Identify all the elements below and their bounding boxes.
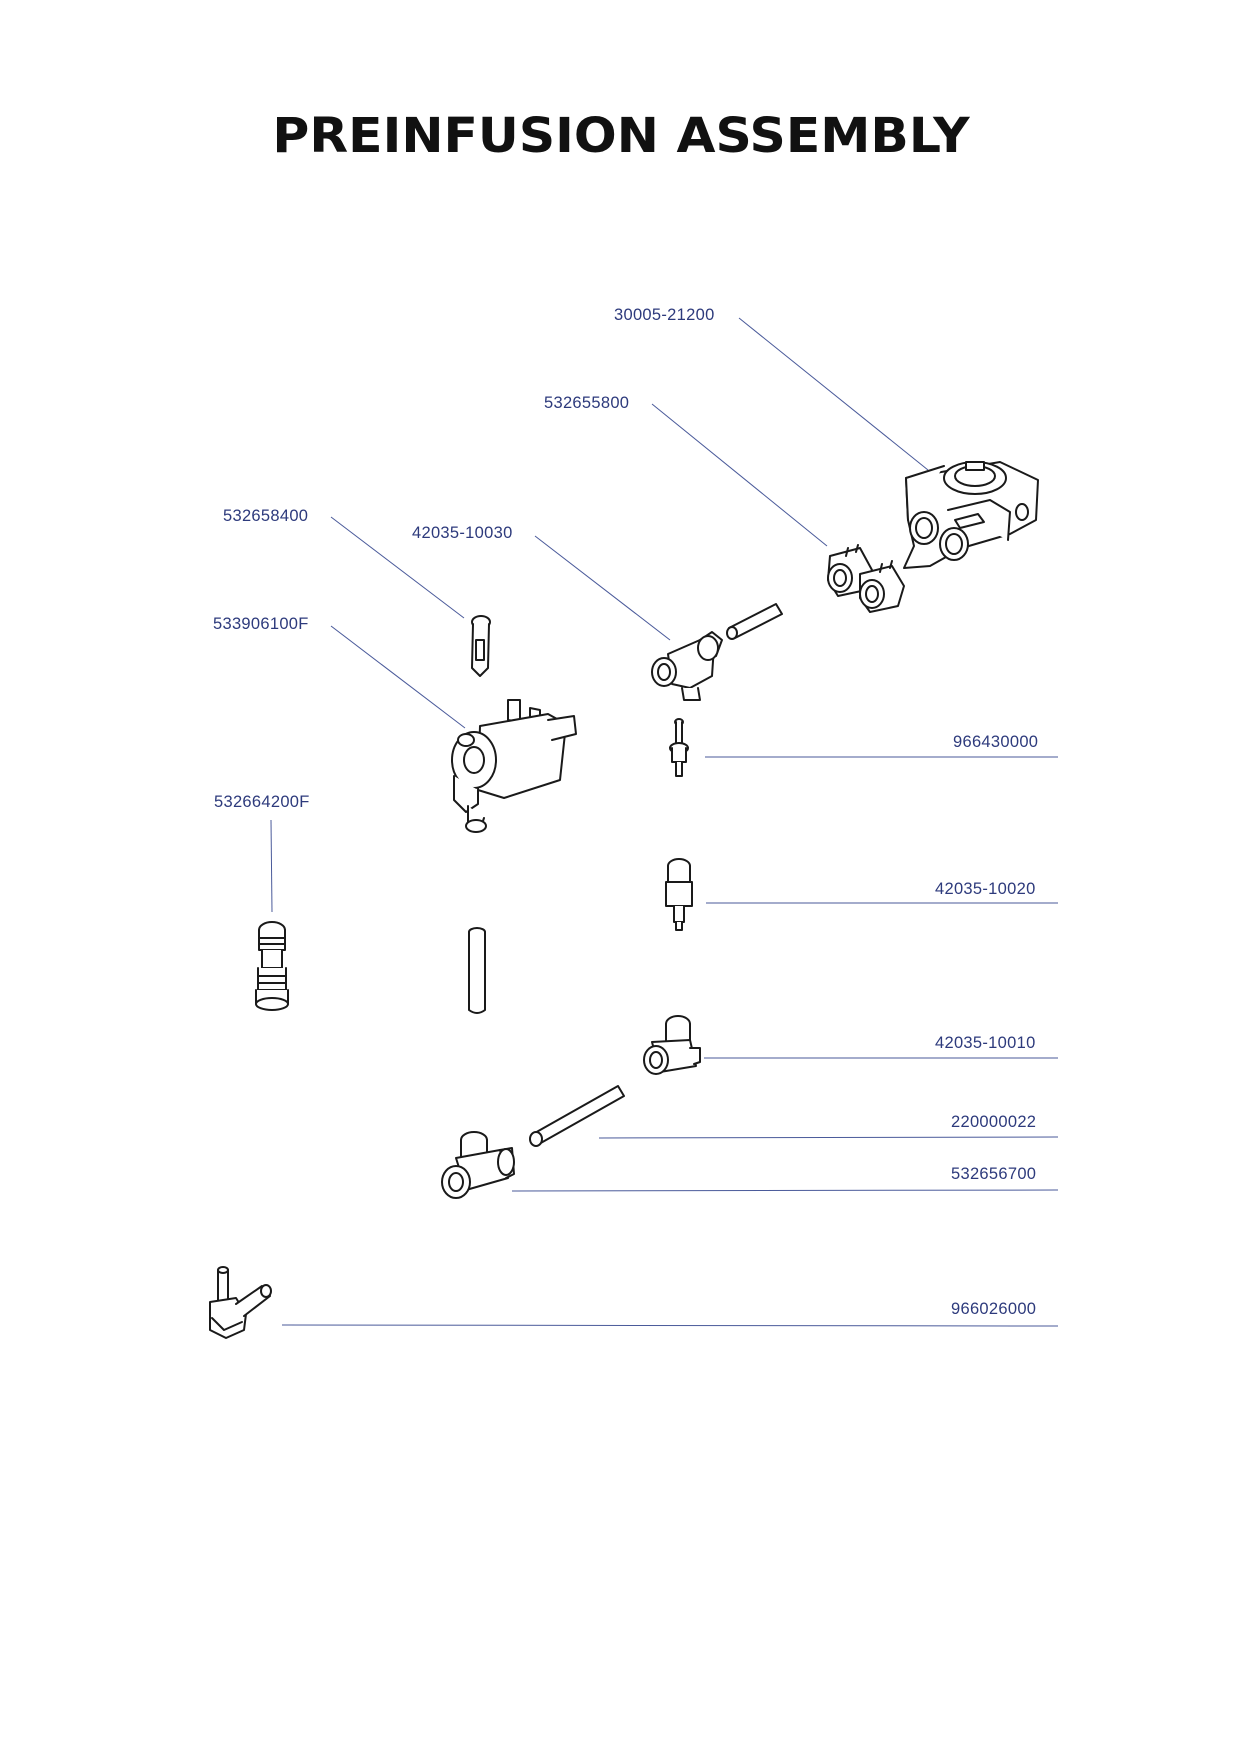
inline-fitting-part bbox=[665, 858, 693, 931]
pin-part bbox=[471, 615, 491, 677]
elbow-connector-part bbox=[209, 1266, 272, 1339]
part-number-30005-21200: 30005-21200 bbox=[614, 306, 715, 324]
leader-line-532656700 bbox=[511, 1189, 1059, 1192]
leader-line-532655800 bbox=[651, 403, 828, 547]
part-number-220000022: 220000022 bbox=[951, 1113, 1037, 1131]
threaded-adaptor-part bbox=[255, 921, 289, 1011]
short-tube-part bbox=[726, 603, 783, 640]
elbow-fitting-part bbox=[651, 631, 723, 701]
part-number-42035-10020: 42035-10020 bbox=[935, 880, 1036, 898]
part-number-966026000: 966026000 bbox=[951, 1300, 1037, 1318]
leader-line-30005-21200 bbox=[738, 317, 929, 471]
leader-line-42035-10030 bbox=[534, 535, 671, 641]
vertical-tube-part bbox=[468, 927, 486, 1014]
long-tube-part bbox=[529, 1085, 625, 1147]
distribution-block-part bbox=[903, 461, 1039, 569]
part-number-42035-10010: 42035-10010 bbox=[935, 1034, 1036, 1052]
leader-line-220000022 bbox=[598, 1136, 1059, 1139]
part-number-532655800: 532655800 bbox=[544, 394, 630, 412]
part-number-42035-10030: 42035-10030 bbox=[412, 524, 513, 542]
leader-line-532658400 bbox=[330, 516, 465, 619]
tee-fitting-part bbox=[643, 1015, 701, 1075]
part-number-532658400: 532658400 bbox=[223, 507, 309, 525]
part-number-533906100F: 533906100F bbox=[213, 615, 309, 633]
part-number-966430000: 966430000 bbox=[953, 733, 1039, 751]
solenoid-valve-part bbox=[451, 699, 577, 833]
part-number-532664200F: 532664200F bbox=[214, 793, 310, 811]
leader-line-532664200F bbox=[270, 819, 273, 913]
connector-stem-part bbox=[669, 718, 689, 777]
leader-line-966026000 bbox=[281, 1324, 1059, 1327]
twin-fittings-part bbox=[827, 544, 905, 613]
part-number-532656700: 532656700 bbox=[951, 1165, 1037, 1183]
union-tee-part bbox=[441, 1131, 515, 1199]
page-title: PREINFUSION ASSEMBLY bbox=[272, 108, 970, 164]
leader-line-533906100F bbox=[330, 625, 466, 729]
